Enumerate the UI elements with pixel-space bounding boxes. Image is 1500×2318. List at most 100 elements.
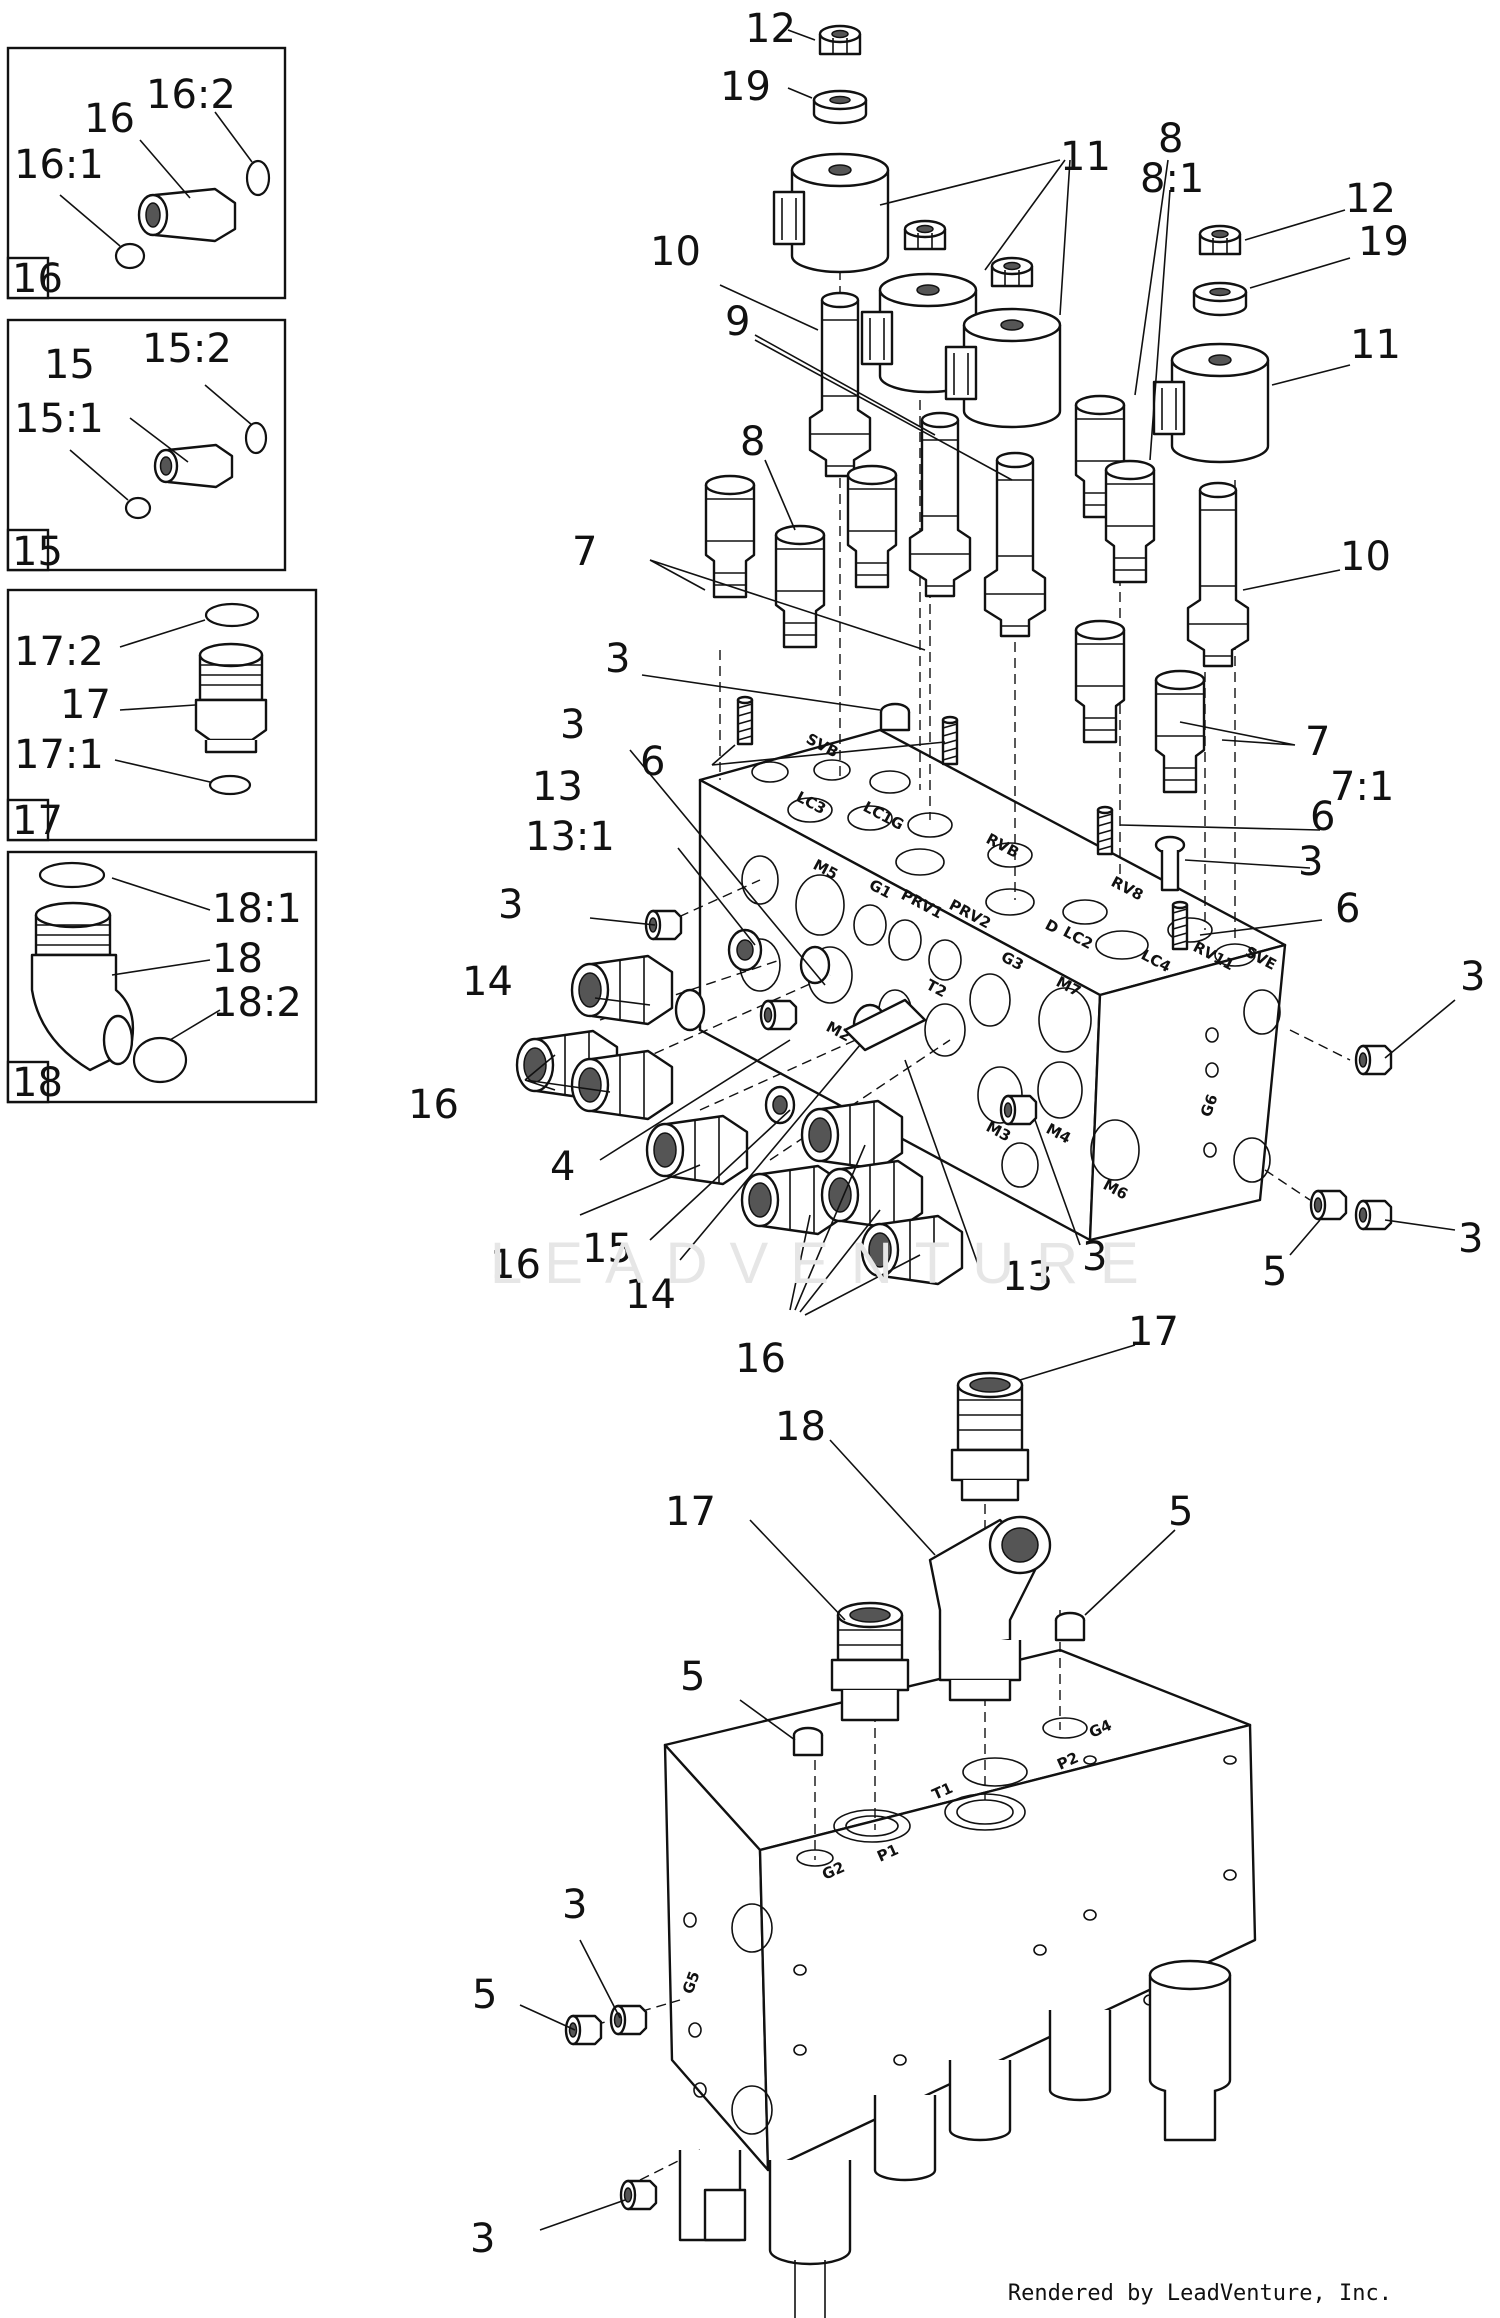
fitting-16-e	[800, 1099, 904, 1171]
callout-3-lower-side: 3	[562, 1882, 587, 1928]
upper-cartridges	[704, 291, 1250, 951]
spring-6-b	[941, 715, 959, 766]
fitting-16-a	[570, 954, 674, 1026]
upper-manifold-block	[698, 728, 1287, 1242]
nut-coil-c	[990, 256, 1034, 288]
callout-13-upper: 13	[532, 764, 583, 810]
coil-11-a	[772, 152, 890, 274]
callout-12-right: 12	[1345, 176, 1396, 222]
callout-13-1: 13:1	[525, 814, 615, 860]
washer-19-right	[1192, 281, 1248, 317]
nut-12-right	[1198, 224, 1242, 256]
inset-16-tag: 16	[12, 256, 63, 302]
inset-16-part-2: 16:2	[146, 72, 236, 118]
callout-5-lower-side: 5	[472, 1972, 497, 2018]
plug-5-lower-top	[1054, 1611, 1086, 1642]
valve-8-a	[774, 524, 826, 649]
callout-8-left: 8	[740, 419, 765, 465]
inset-18-part-1: 18:1	[212, 886, 302, 932]
cartridge-10-b	[1186, 481, 1250, 668]
nut-12-upper	[818, 24, 862, 56]
callout-3-upper-b: 3	[560, 702, 585, 748]
inset-16-part: 16	[84, 96, 135, 142]
callout-13-lower: 13	[1002, 1254, 1053, 1300]
valve-8-b	[846, 464, 898, 589]
inset-18: 18 18:1 18 18:2	[6, 850, 318, 1106]
fitting-17-top	[950, 1371, 1030, 1502]
callout-numbers: 12 19 11 8 8:1 12 19 11 10 9 8 7 10 3 3 …	[408, 6, 1485, 2262]
fitting-16-g	[820, 1159, 924, 1231]
inset-17-part-2: 17:2	[14, 629, 104, 675]
callout-9: 9	[725, 299, 750, 345]
inset-17-tag: 17	[12, 798, 63, 844]
inset-18-tag: 18	[12, 1060, 63, 1106]
callout-19-top: 19	[720, 64, 771, 110]
lower-manifold-block	[663, 1648, 1257, 2172]
inset-16-part-1: 16:1	[14, 142, 104, 188]
valve-7-a	[704, 474, 756, 599]
callout-17-left: 17	[665, 1489, 716, 1535]
inset-16: 16 16 16:2 16:1	[6, 46, 287, 302]
coil-11-c	[944, 307, 1062, 429]
callout-3-upper-a: 3	[605, 636, 630, 682]
callout-18: 18	[775, 1404, 826, 1450]
inset-18-part-2: 18:2	[212, 980, 302, 1026]
callout-4: 4	[550, 1144, 575, 1190]
coil-11-right	[1152, 342, 1270, 464]
watermark: LEADVENTURE	[490, 1231, 1161, 1296]
inset-15-part-1: 15:1	[14, 396, 104, 442]
callout-6-right-b: 6	[1335, 886, 1360, 932]
inset-15: 15 15 15:2 15:1	[6, 318, 287, 575]
inset-17-part-1: 17:1	[14, 732, 104, 778]
valve-8-d	[1104, 459, 1156, 584]
callout-5-right: 5	[1262, 1249, 1287, 1295]
callout-11-top: 11	[1060, 134, 1111, 180]
valve-7-c	[1154, 669, 1206, 794]
inset-17-part: 17	[60, 682, 111, 728]
callout-3-far-right-b: 3	[1458, 1216, 1483, 1262]
callout-7-right: 7	[1305, 719, 1330, 765]
callout-5-lower-top: 5	[1168, 1489, 1193, 1535]
callout-10-left: 10	[650, 229, 701, 275]
plug-5-lower-side	[564, 2014, 603, 2046]
nut-coil-b	[903, 219, 947, 251]
callout-19-right: 19	[1358, 219, 1409, 265]
callout-12-top: 12	[745, 6, 796, 52]
callout-5-lower-mid: 5	[680, 1654, 705, 1700]
callout-14-lower: 14	[625, 1272, 676, 1318]
callout-17-top: 17	[1128, 1309, 1179, 1355]
cartridge-9-b	[983, 451, 1047, 638]
callout-16-bottom: 16	[735, 1336, 786, 1382]
inset-15-part: 15	[44, 342, 95, 388]
callout-8-top: 8	[1158, 116, 1183, 162]
callout-7-left: 7	[572, 529, 597, 575]
callout-8-1: 8:1	[1140, 156, 1204, 202]
fitting-17-left	[830, 1601, 910, 1722]
fitting-16-d	[645, 1114, 749, 1186]
callout-6-right-a: 6	[1310, 794, 1335, 840]
callout-3-front: 3	[1082, 1234, 1107, 1280]
washer-19-upper	[812, 89, 868, 125]
plug-5-lower-mid	[792, 1726, 824, 1757]
spring-6-a	[736, 695, 754, 746]
callout-3-lower-bottom: 3	[470, 2216, 495, 2262]
callout-16-left: 16	[408, 1082, 459, 1128]
callout-11-right: 11	[1350, 322, 1401, 368]
plug-3-right-a	[1354, 1044, 1393, 1076]
footer-credit: Rendered by LeadVenture, Inc.	[1007, 2281, 1392, 2306]
leader-lines	[519, 29, 1456, 2231]
callout-3-left: 3	[498, 882, 523, 928]
inset-15-part-2: 15:2	[142, 326, 232, 372]
valve-7-b	[1074, 619, 1126, 744]
callout-7-1: 7:1	[1330, 764, 1394, 810]
callout-3-far-right: 3	[1460, 954, 1485, 1000]
callout-6-left: 6	[640, 739, 665, 785]
inset-17: 17 17:2 17 17:1	[6, 588, 318, 844]
callout-16-lower-left: 16	[490, 1242, 541, 1288]
callout-14-left: 14	[462, 959, 513, 1005]
lower-parts	[564, 1371, 1232, 2318]
callout-3-right-a: 3	[1298, 839, 1323, 885]
fitting-16-c	[570, 1049, 674, 1121]
callout-15: 15	[582, 1226, 633, 1272]
